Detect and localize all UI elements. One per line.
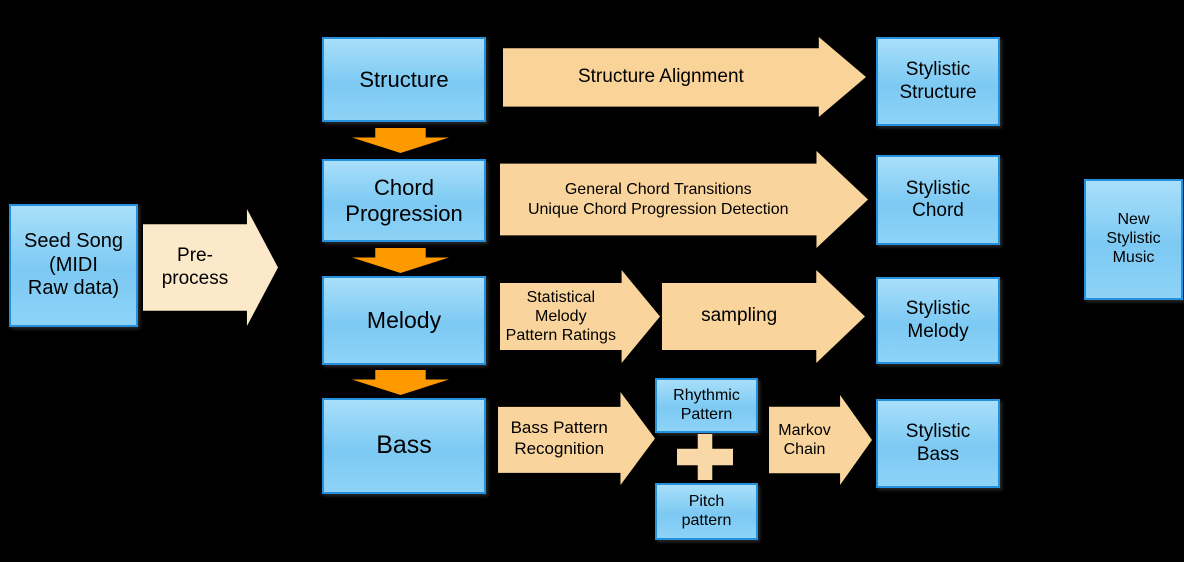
markov-chain-label: Markov Chain <box>778 421 831 458</box>
chord-transitions-label: General Chord Transitions Unique Chord P… <box>527 181 789 218</box>
structure-node: Structure <box>322 37 486 122</box>
preprocess-arrow: Pre- process <box>143 209 278 326</box>
bass-node: Bass <box>322 398 486 494</box>
down-arrow-chord-to-melody-icon <box>352 248 449 273</box>
markov-chain-arrow: Markov Chain <box>769 395 872 485</box>
down-arrow-structure-to-chord-icon <box>352 128 449 153</box>
sampling-arrow: sampling <box>662 270 865 363</box>
stylistic-chord-node: Stylistic Chord <box>876 155 1000 245</box>
stylistic-melody-node: Stylistic Melody <box>876 277 1000 364</box>
pitch-pattern-node: Pitch pattern <box>655 483 758 540</box>
stylistic-structure-node: Stylistic Structure <box>876 37 1000 126</box>
seed-song-node: Seed Song (MIDI Raw data) <box>9 204 138 327</box>
structure-alignment-label: Structure Alignment <box>577 65 744 87</box>
bass-pattern-recognition-label: Bass Pattern Recognition <box>510 418 608 458</box>
preprocess-arrow-label: Pre- process <box>161 244 229 289</box>
stylistic-bass-node: Stylistic Bass <box>876 399 1000 488</box>
down-arrow-melody-to-bass-icon <box>352 370 449 395</box>
chord-transitions-arrow: General Chord Transitions Unique Chord P… <box>500 151 868 248</box>
chord-progression-node: Chord Progression <box>322 159 486 242</box>
sampling-label: sampling <box>701 305 778 327</box>
bass-pattern-recognition-arrow: Bass Pattern Recognition <box>498 392 655 485</box>
rhythmic-pattern-node: Rhythmic Pattern <box>655 378 758 433</box>
plus-icon <box>677 434 733 480</box>
melody-pattern-ratings-label: Statistical Melody Pattern Ratings <box>505 288 616 345</box>
melody-pattern-ratings-arrow: Statistical Melody Pattern Ratings <box>500 270 660 363</box>
structure-alignment-arrow: Structure Alignment <box>503 37 866 117</box>
melody-node: Melody <box>322 276 486 365</box>
new-stylistic-music-node: New Stylistic Music <box>1084 179 1183 300</box>
